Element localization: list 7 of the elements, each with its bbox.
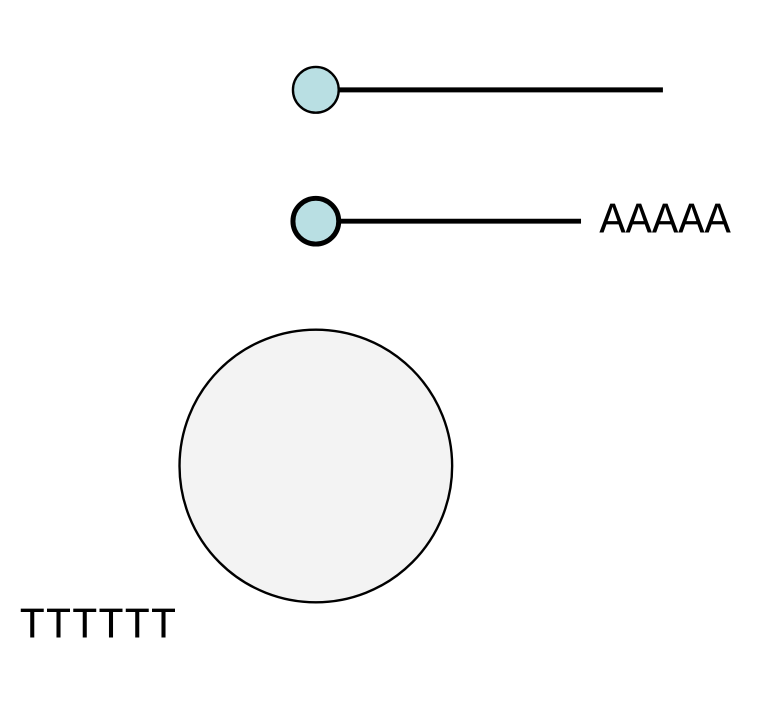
node-circle xyxy=(292,66,340,114)
node-circle xyxy=(178,328,454,604)
connector xyxy=(338,218,582,224)
node-circle xyxy=(290,196,342,247)
node-label: TTTTTT xyxy=(19,602,177,652)
node-text: AAAAA xyxy=(599,197,731,246)
connector xyxy=(338,87,663,92)
